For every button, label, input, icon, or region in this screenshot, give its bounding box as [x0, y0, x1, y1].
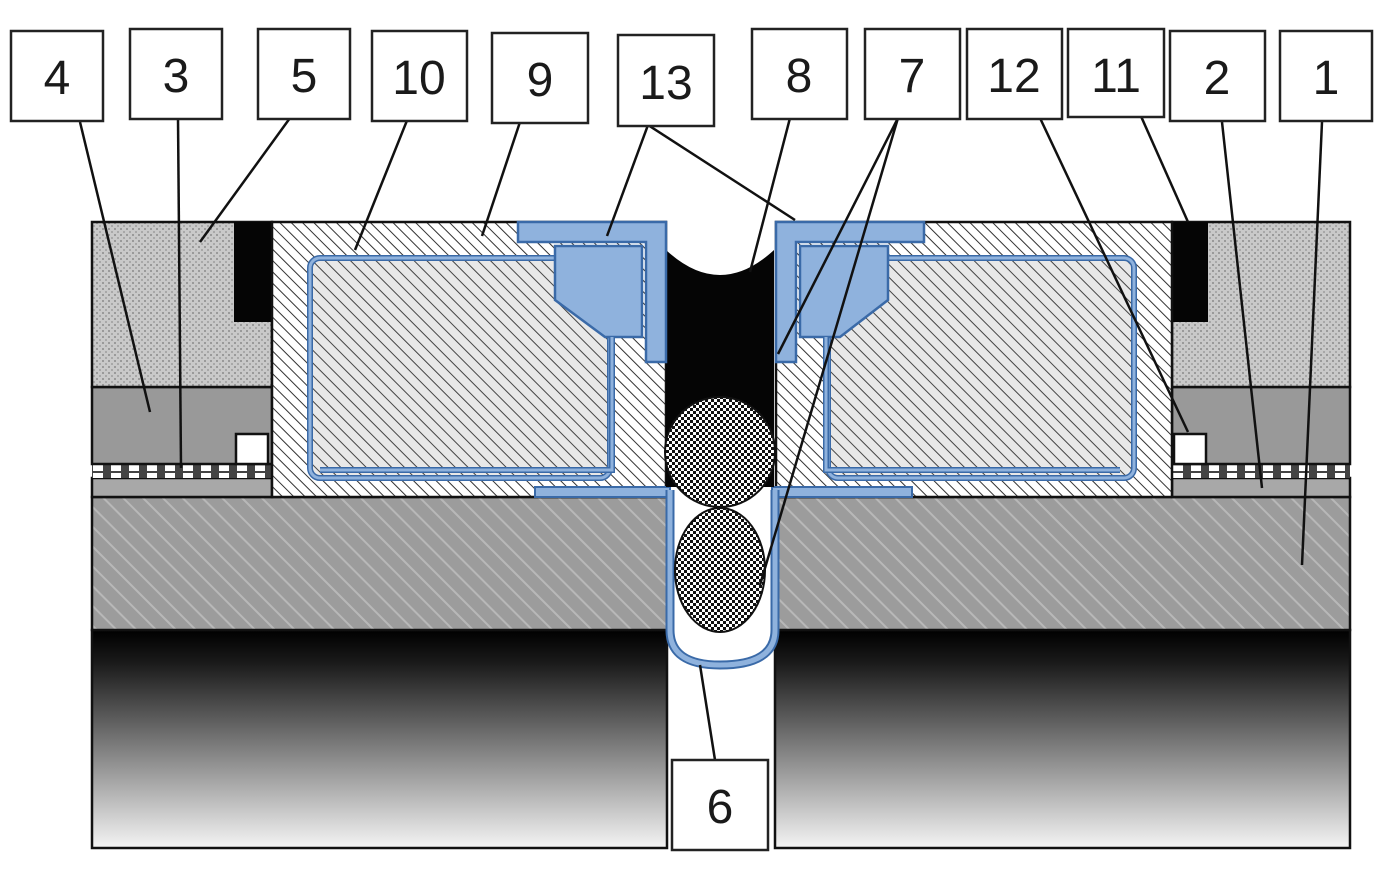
leader-lines	[78, 113, 1324, 761]
left-bottom-blue-plate	[534, 486, 671, 498]
right-hatched-slab	[773, 495, 1352, 632]
callout-7-text: 7	[899, 50, 926, 103]
callout-8-text: 8	[786, 50, 813, 103]
leader-8	[748, 117, 792, 273]
leader-3	[176, 117, 183, 469]
leader-10	[353, 117, 410, 251]
right-blue-leg-inner	[824, 337, 1120, 472]
callout-9: 9	[490, 31, 590, 125]
callout-10: 10	[370, 29, 469, 123]
callout-4-text: 4	[44, 52, 71, 105]
blue-u-membrane-inner	[667, 490, 778, 668]
leader-1	[1300, 121, 1324, 566]
callout-1-text: 1	[1313, 52, 1340, 105]
callout-11: 11	[1066, 27, 1166, 119]
lower-backer-rod	[674, 507, 766, 633]
leader-7a	[776, 117, 900, 355]
callout-13: 13	[616, 33, 716, 128]
left-small-square	[234, 432, 270, 466]
leader-9	[480, 121, 522, 237]
callout-3: 3	[128, 27, 224, 121]
callout-8: 8	[750, 27, 849, 121]
upper-backer-rod	[664, 396, 776, 508]
leader-13a	[605, 124, 650, 237]
callout-5: 5	[256, 27, 352, 121]
right-bottom-blue-plate	[771, 486, 913, 498]
callout-10-text: 10	[392, 52, 445, 105]
left-hatched-slab	[90, 495, 669, 632]
callout-12-text: 12	[987, 50, 1040, 103]
callout-4: 4	[9, 29, 105, 123]
callout-5-text: 5	[291, 50, 318, 103]
leader-4	[78, 121, 152, 413]
callout-2-text: 2	[1204, 52, 1231, 105]
left-blue-top-plate	[516, 220, 668, 364]
callout-2: 2	[1168, 29, 1267, 123]
leader-5	[198, 117, 292, 243]
leader-13b	[647, 123, 796, 222]
left-blue-anchor	[553, 244, 644, 339]
callout-12: 12	[965, 27, 1064, 121]
leader-6	[698, 664, 717, 761]
callout-6-text: 6	[707, 781, 734, 834]
callout-1: 1	[1278, 29, 1374, 123]
leader-11	[1138, 113, 1190, 223]
right-base-gradient	[773, 628, 1352, 850]
callout-6: 6	[670, 758, 770, 852]
callout-7: 7	[863, 27, 962, 121]
leader-2	[1220, 121, 1264, 489]
right-blue-top-plate	[774, 220, 926, 364]
right-small-square	[1172, 432, 1208, 466]
left-black-seal	[234, 222, 272, 322]
left-blue-leg-inner	[320, 337, 614, 472]
callout-9-text: 9	[527, 54, 554, 107]
leader-12	[1038, 117, 1190, 433]
right-black-seal	[1172, 222, 1208, 322]
left-base-gradient	[90, 628, 669, 850]
callout-3-text: 3	[163, 50, 190, 103]
callout-13-text: 13	[639, 57, 692, 110]
left-thin-layer	[90, 476, 274, 499]
leader-7b	[758, 117, 900, 586]
callout-11-text: 11	[1091, 50, 1141, 103]
left-dotted-strip	[92, 464, 272, 478]
